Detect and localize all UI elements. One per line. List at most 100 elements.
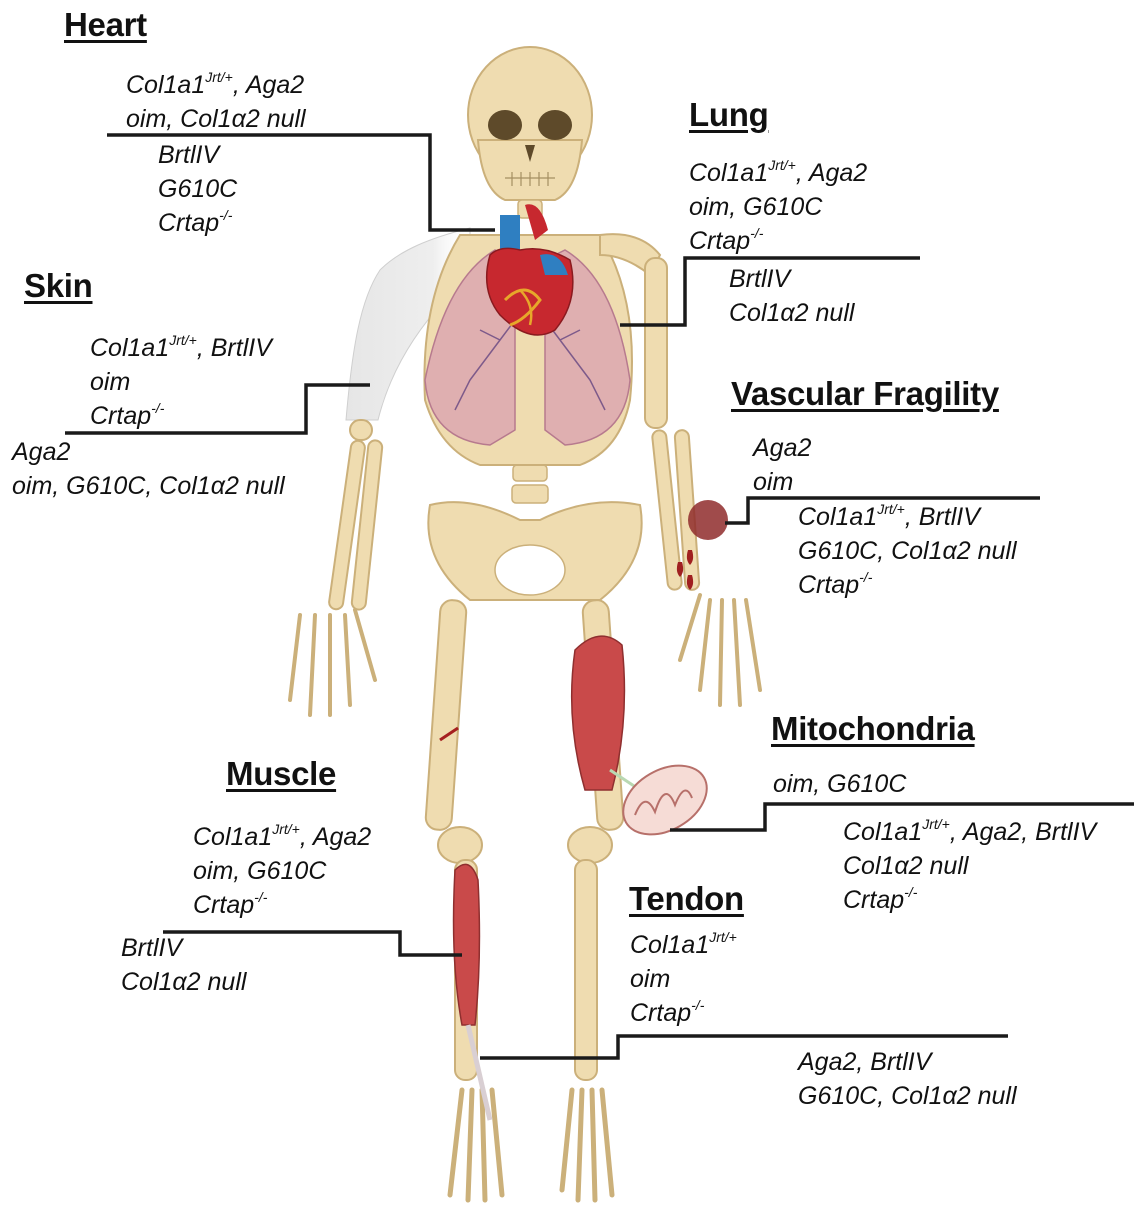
model-line: Crtap-/- <box>843 883 1096 917</box>
model-name: oim, G610C <box>773 770 906 798</box>
model-name: G610C, Col1α2 null <box>798 537 1017 565</box>
genotype-superscript: -/- <box>859 569 872 585</box>
genotype-superscript: Jrt/+ <box>709 929 737 945</box>
model-name: Crtap <box>798 571 859 599</box>
model-name: Col1a1 <box>843 818 922 846</box>
model-name: Crtap <box>843 886 904 914</box>
mitochondria-title: Mitochondria <box>771 710 975 748</box>
model-name-continued: , Aga2, BrtlIV <box>950 818 1096 846</box>
model-name: BrtlIV <box>158 141 219 169</box>
vascular-models-above: Aga2 oim <box>753 431 811 499</box>
heart <box>487 204 573 335</box>
genotype-superscript: -/- <box>691 997 704 1013</box>
model-name: oim, G610C, Col1α2 null <box>12 472 285 500</box>
muscle-title: Muscle <box>226 755 336 793</box>
model-line: oim, Col1α2 null <box>126 102 306 136</box>
model-line: BrtlIV <box>729 262 854 296</box>
model-line: G610C <box>158 172 237 206</box>
model-name: Col1a1 <box>798 503 877 531</box>
mitochondria-models-above: oim, G610C <box>773 767 906 801</box>
tendon-title: Tendon <box>629 880 744 918</box>
model-line: Col1α2 null <box>843 849 1096 883</box>
model-line: oim <box>90 365 272 399</box>
model-line: oim <box>753 465 811 499</box>
left-eye-socket <box>488 110 522 140</box>
muscle-models-above: Col1a1Jrt/+, Aga2 oim, G610C Crtap-/- <box>193 820 371 922</box>
model-line: BrtlIV <box>121 931 246 965</box>
model-name: Col1a1 <box>689 159 768 187</box>
genotype-superscript: Jrt/+ <box>877 501 905 517</box>
lung-title: Lung <box>689 96 768 134</box>
genotype-superscript: -/- <box>750 225 763 241</box>
model-line: G610C, Col1α2 null <box>798 1079 1017 1113</box>
model-name: G610C <box>158 175 237 203</box>
model-line: Crtap-/- <box>193 888 371 922</box>
genotype-superscript: -/- <box>219 207 232 223</box>
model-line: Crtap-/- <box>630 996 737 1030</box>
model-name-continued: , Aga2 <box>233 71 304 99</box>
heart-title: Heart <box>64 6 147 44</box>
model-name: Col1α2 null <box>843 852 968 880</box>
tendon-models-below: Aga2, BrtlIV G610C, Col1α2 null <box>798 1045 1017 1113</box>
model-name: oim <box>753 468 793 496</box>
model-line: oim, G610C <box>773 767 906 801</box>
model-line: oim <box>630 962 737 996</box>
model-line: Aga2 <box>12 435 285 469</box>
model-name: Aga2 <box>753 434 811 462</box>
model-name-continued: , BrtlIV <box>197 334 272 362</box>
model-line: oim, G610C <box>689 190 867 224</box>
skin-models-below: Aga2 oim, G610C, Col1α2 null <box>12 435 285 503</box>
genotype-superscript: Jrt/+ <box>169 332 197 348</box>
model-name: BrtlIV <box>729 265 790 293</box>
model-name: Crtap <box>630 999 691 1027</box>
model-line: Col1a1Jrt/+ <box>630 928 737 962</box>
model-line: Col1a1Jrt/+, Aga2 <box>193 820 371 854</box>
genotype-superscript: Jrt/+ <box>205 69 233 85</box>
model-line: Crtap-/- <box>90 399 272 433</box>
model-name: oim <box>90 368 130 396</box>
mitochondrion <box>610 752 719 849</box>
model-name: Crtap <box>193 891 254 919</box>
model-line: Aga2, BrtlIV <box>798 1045 1017 1079</box>
model-name-continued: , BrtlIV <box>905 503 980 531</box>
model-line: oim, G610C, Col1α2 null <box>12 469 285 503</box>
pelvic-opening <box>495 545 565 595</box>
muscle-models-below: BrtlIV Col1α2 null <box>121 931 246 999</box>
model-name: Col1a1 <box>630 931 709 959</box>
genotype-superscript: Jrt/+ <box>922 816 950 832</box>
model-name: Crtap <box>90 402 151 430</box>
right-eye-socket <box>538 110 572 140</box>
model-line: Aga2 <box>753 431 811 465</box>
genotype-superscript: -/- <box>254 889 267 905</box>
model-name: Col1a1 <box>193 823 272 851</box>
model-name: G610C, Col1α2 null <box>798 1082 1017 1110</box>
model-line: Col1a1Jrt/+, Aga2, BrtlIV <box>843 815 1096 849</box>
model-line: oim, G610C <box>193 854 371 888</box>
model-name: Aga2, BrtlIV <box>798 1048 931 1076</box>
model-line: Col1α2 null <box>729 296 854 330</box>
hands <box>290 595 760 715</box>
model-name: Col1α2 null <box>729 299 854 327</box>
model-name-continued: , Aga2 <box>796 159 867 187</box>
genotype-superscript: -/- <box>904 884 917 900</box>
model-line: Col1a1Jrt/+, Aga2 <box>126 68 306 102</box>
model-name: Col1a1 <box>126 71 205 99</box>
model-line: Crtap-/- <box>689 224 867 258</box>
vascular-fragility-title: Vascular Fragility <box>731 375 999 413</box>
thigh-muscle <box>572 636 625 790</box>
model-name: Aga2 <box>12 438 70 466</box>
model-name: Col1α2 null <box>121 968 246 996</box>
genotype-superscript: Jrt/+ <box>272 821 300 837</box>
model-line: BrtlIV <box>158 138 237 172</box>
model-line: Col1a1Jrt/+, BrtlIV <box>798 500 1017 534</box>
skin-title: Skin <box>24 267 93 305</box>
lung-models-below: BrtlIV Col1α2 null <box>729 262 854 330</box>
model-name: oim, G610C <box>193 857 326 885</box>
